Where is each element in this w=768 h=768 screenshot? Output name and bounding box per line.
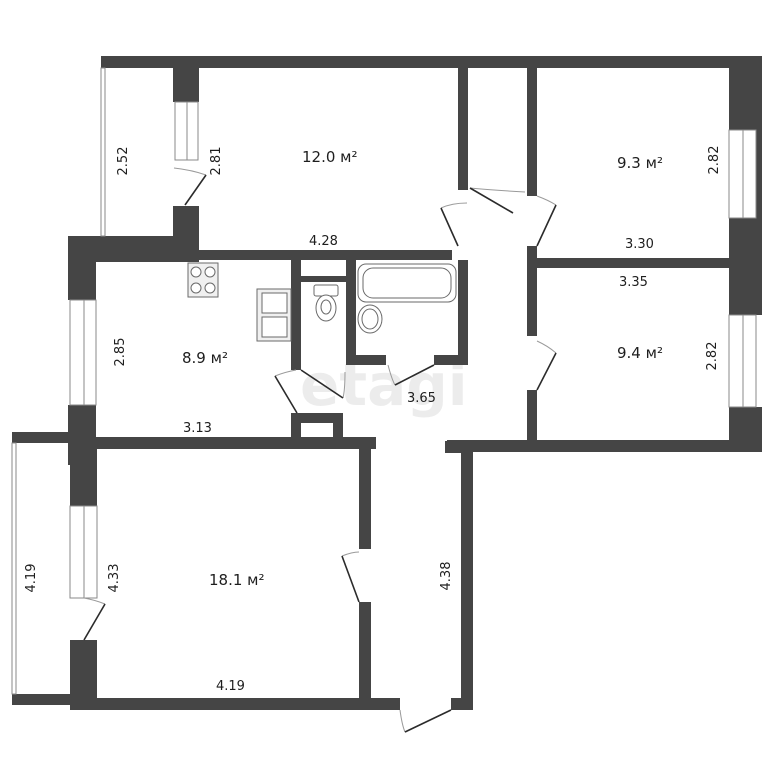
doors <box>83 167 557 733</box>
dimension-label: 4.19 <box>24 564 39 593</box>
dimension-label: 4.33 <box>107 564 122 593</box>
kitchen-sink-icon <box>256 288 292 342</box>
windows <box>11 67 757 695</box>
dimension-label: 3.30 <box>625 237 654 252</box>
dimension-label: 3.65 <box>407 391 436 406</box>
dimension-label: 2.52 <box>116 147 131 176</box>
dimension-label: 4.19 <box>216 679 245 694</box>
room-area-label: 9.4 м² <box>617 344 663 362</box>
room-area-label: 9.3 м² <box>617 154 663 172</box>
room-area-label: 18.1 м² <box>209 571 265 589</box>
dimension-label: 2.81 <box>209 147 224 176</box>
dimension-label: 3.35 <box>619 275 648 290</box>
room-area-label: 8.9 м² <box>182 349 228 367</box>
room-area-label: 12.0 м² <box>302 148 358 166</box>
dimension-label: 2.82 <box>707 146 722 175</box>
bathroom-sink-icon <box>357 304 383 334</box>
dimension-label: 2.82 <box>705 342 720 371</box>
bathtub-icon <box>357 263 457 303</box>
dimension-label: 4.28 <box>309 234 338 249</box>
dimension-label: 3.13 <box>183 421 212 436</box>
toilet-icon <box>313 284 339 322</box>
dimension-label: 4.38 <box>439 562 454 591</box>
dimension-label: 2.85 <box>113 338 128 367</box>
walls <box>12 56 762 710</box>
stove-icon <box>187 262 219 298</box>
